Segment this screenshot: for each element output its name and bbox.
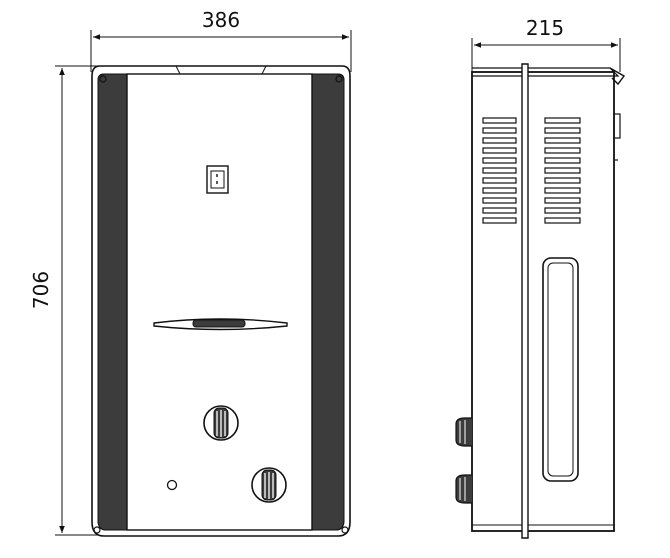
- side-window-inner: [547, 262, 574, 477]
- left-side-panel: [97, 73, 128, 531]
- side-knob-lower-icon: [455, 474, 472, 504]
- front-face-panel: [126, 73, 313, 531]
- display-window-inner: [210, 170, 225, 189]
- temperature-knob-icon: [203, 405, 239, 441]
- side-knob-upper-icon: [455, 417, 472, 447]
- vent-louvers-right: [544, 117, 581, 224]
- screw-hole-bl: [93, 526, 101, 534]
- observation-slot-window: [192, 319, 246, 328]
- side-view: [455, 38, 626, 539]
- screw-hole-br: [341, 526, 349, 534]
- front-view: [55, 30, 352, 537]
- display-window-icon: [206, 165, 229, 194]
- indicator-light-icon: [166, 479, 178, 491]
- height-dimension-label: 706: [29, 271, 53, 309]
- right-side-panel: [311, 73, 345, 531]
- flue-tab-icon: [609, 67, 626, 86]
- rear-connector: [613, 113, 621, 139]
- mounting-bracket: [521, 63, 529, 539]
- width-dimension-label: 386: [202, 8, 240, 32]
- side-window-outer: [542, 257, 579, 482]
- side-body: [471, 71, 615, 532]
- front-outer-frame: [91, 65, 351, 537]
- vent-louvers-left: [482, 117, 517, 224]
- screw-hole-tr: [335, 75, 343, 83]
- water-flow-knob-icon: [251, 467, 287, 503]
- depth-dimension-label: 215: [526, 16, 564, 40]
- screw-hole-tl: [99, 75, 107, 83]
- top-tab-left: [175, 65, 267, 75]
